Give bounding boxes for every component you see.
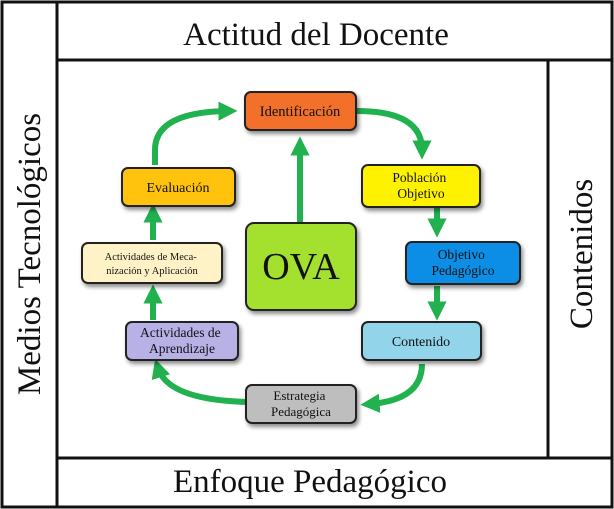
- svg-text:Población Objetivo: Población Objetivo: [392, 170, 449, 201]
- node-identificacion-line-1: Identificación: [260, 104, 341, 120]
- arrow-estrategia-to-aprendizaje: [151, 358, 249, 405]
- node-objetivo-line-1: Objetivo: [438, 247, 485, 262]
- svg-text:Identificación: Identificación: [260, 104, 341, 120]
- node-identificacion: Identificación: [244, 91, 357, 131]
- node-objetivo-line-2: Pedagógico: [432, 263, 495, 278]
- node-contenido: Contenido: [361, 321, 482, 361]
- node-estrategia-line-2: Pedagógica: [271, 404, 331, 419]
- node-mecanizacion-line-1: Actividades de Meca-: [105, 252, 198, 263]
- svg-text:Estrategia Pedagógica: Estrategia Pedagógica: [271, 388, 331, 419]
- node-estrategia-line-1: Estrategia: [273, 388, 325, 403]
- node-poblacion-line-1: Población: [392, 170, 446, 185]
- svg-text:Actividades de Aprendiza: Actividades de Aprendizaje: [140, 325, 224, 356]
- node-evaluacion-line-1: Evaluación: [147, 181, 210, 196]
- node-aprendizaje-line-2: Aprendizaje: [149, 341, 215, 356]
- node-contenido-line-1: Contenido: [392, 335, 450, 350]
- svg-text:Objetivo Pedagógico: Objetivo Pedagógico: [432, 247, 495, 278]
- frame-bottom-label: Enfoque Pedagógico: [173, 464, 447, 500]
- node-poblacion-objetivo: Población Objetivo: [361, 164, 481, 208]
- frame-top-label: Actitud del Docente: [183, 17, 449, 53]
- ova-center-box: OVA: [245, 222, 357, 311]
- flow-arrows: [143, 101, 447, 413]
- arrow-identificacion-to-poblacion: [356, 108, 432, 160]
- svg-text:Evaluación: Evaluación: [147, 181, 210, 196]
- node-evaluacion: Evaluación: [121, 167, 236, 207]
- frame-left-label: Medios Tecnológicos: [12, 113, 48, 395]
- node-objetivo-pedagogico: Objetivo Pedagógico: [405, 241, 521, 285]
- arrow-evaluacion-to-identificacion: [152, 101, 238, 165]
- node-estrategia-pedagogica: Estrategia Pedagógica: [245, 384, 357, 424]
- node-aprendizaje-line-1: Actividades de: [140, 325, 221, 340]
- arrow-contenido-to-estrategia: [360, 363, 425, 413]
- frame-right-label: Contenidos: [564, 179, 600, 329]
- svg-text:Contenido: Contenido: [392, 335, 450, 350]
- svg-text:Actividades de Meca- niz: Actividades de Meca- nización y Aplicaci…: [105, 252, 200, 277]
- node-poblacion-line-2: Objetivo: [397, 186, 444, 201]
- node-actividades-mecanizacion: Actividades de Meca- nización y Aplicaci…: [81, 242, 223, 284]
- node-actividades-aprendizaje: Actividades de Aprendizaje: [125, 321, 239, 361]
- node-mecanizacion-line-2: nización y Aplicación: [106, 266, 198, 277]
- ova-center-label: OVA: [262, 246, 340, 288]
